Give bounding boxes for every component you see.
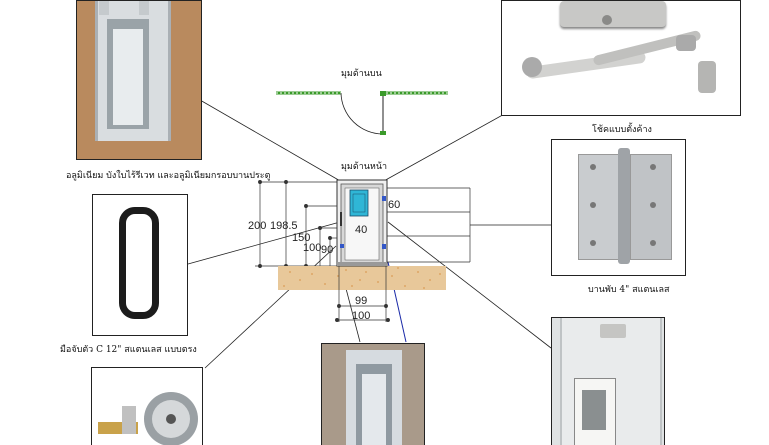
dim-glass-width: 40 [355, 224, 367, 236]
aluminium-frame-caption: อลูมิเนียม บังใบไร้รีเวท และอลูมิเนียมกร… [66, 171, 271, 181]
door-closer-caption: โช้คแบบตั้งค้าง [592, 125, 652, 135]
lock-photo [91, 367, 203, 445]
top-view-caption: มุมด้านบน [341, 69, 382, 79]
leader-line-closer [381, 111, 509, 183]
leader-line-frame [199, 99, 343, 183]
dim-height-150: 150 [292, 232, 310, 244]
door-glass [349, 189, 369, 217]
front-view-caption: มุมด้านหน้า [341, 162, 388, 172]
dim-glass-height: 60 [388, 199, 400, 211]
handle-photo [92, 194, 188, 336]
dim-frame-height: 198.5 [270, 220, 298, 232]
leader-line-handle [187, 221, 341, 265]
door-front-elevation [336, 179, 388, 267]
dim-height-100: 100 [303, 242, 321, 254]
leader-line-photo [387, 221, 552, 349]
hinge-photo [551, 139, 686, 276]
aluminium-frame-photo [76, 0, 202, 160]
hinge-caption: บานพับ 4" สแตนเลส [588, 285, 670, 295]
floor-sand [278, 266, 446, 290]
door-closer-photo [501, 0, 741, 116]
top-view-plan [276, 91, 448, 135]
dim-inner-width: 99 [355, 295, 367, 307]
leader-line-lock [204, 245, 337, 369]
handle-caption: มือจับตัว C 12" สแตนเลส แบบตรง [60, 345, 197, 355]
installed-door-photo [551, 317, 665, 445]
dim-outer-width: 100 [352, 310, 370, 322]
dim-total-height: 200 [248, 220, 266, 232]
aluminium-profile-photo [321, 343, 425, 445]
dim-height-90: 90 [321, 244, 333, 256]
